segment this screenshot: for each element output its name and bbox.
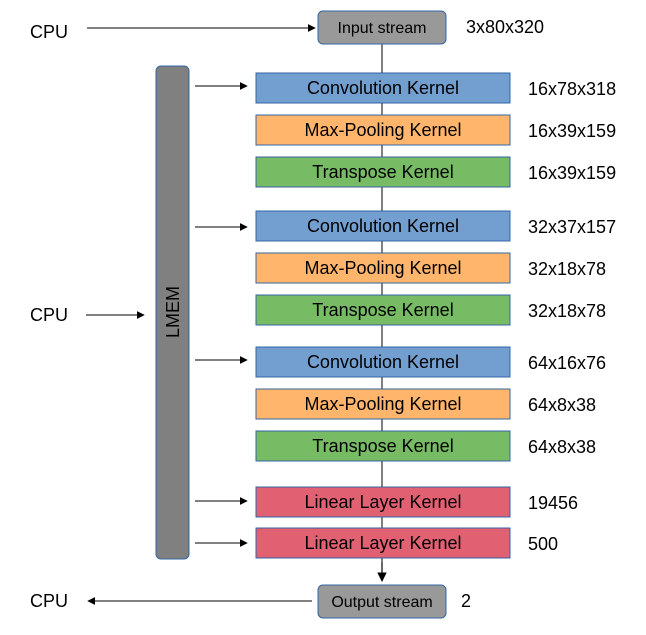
kernel-convolution-1: Convolution Kernel 16x78x318: [255, 72, 616, 104]
output-stream-label: Output stream: [331, 594, 432, 611]
kernel-max_pooling-2: Max-Pooling Kernel 16x39x159: [255, 114, 616, 146]
kernel-box: [255, 430, 511, 462]
kernel-box: [255, 486, 511, 518]
cpu-lmem-label: CPU: [30, 305, 68, 325]
kernel-dims: 19456: [528, 493, 578, 513]
kernel-label: Max-Pooling Kernel: [304, 120, 461, 140]
kernel-dims: 32x18x78: [528, 301, 606, 321]
output-stream: Output stream 2: [317, 584, 471, 619]
kernel-box: [255, 294, 511, 326]
kernel-label: Convolution Kernel: [307, 216, 459, 236]
kernel-dims: 16x78x318: [528, 79, 616, 99]
kernel-box: [255, 346, 511, 378]
kernel-label: Linear Layer Kernel: [304, 492, 461, 512]
kernel-transpose-6: Transpose Kernel 32x18x78: [255, 294, 606, 326]
kernel-dims: 500: [528, 534, 558, 554]
kernel-convolution-4: Convolution Kernel 32x37x157: [255, 210, 616, 242]
kernel-box: [255, 114, 511, 146]
input-stream-dims: 3x80x320: [466, 17, 544, 37]
kernel-box: [255, 210, 511, 242]
input-stream: Input stream 3x80x320: [317, 10, 544, 45]
kernel-transpose-9: Transpose Kernel 64x8x38: [255, 430, 596, 462]
kernel-box: [255, 252, 511, 284]
kernel-label: Transpose Kernel: [312, 300, 453, 320]
kernel-box: [255, 156, 511, 188]
kernel-label: Max-Pooling Kernel: [304, 258, 461, 278]
input-stream-label: Input stream: [338, 20, 427, 37]
kernel-dims: 16x39x159: [528, 163, 616, 183]
kernel-label: Transpose Kernel: [312, 162, 453, 182]
output-stream-dims: 2: [461, 591, 471, 611]
kernel-dims: 32x37x157: [528, 217, 616, 237]
kernel-label: Linear Layer Kernel: [304, 533, 461, 553]
kernel-dims: 16x39x159: [528, 121, 616, 141]
kernel-linear-11: Linear Layer Kernel 500: [255, 527, 558, 559]
kernel-label: Max-Pooling Kernel: [304, 394, 461, 414]
kernel-convolution-7: Convolution Kernel 64x16x76: [255, 346, 606, 378]
kernel-dims: 64x8x38: [528, 395, 596, 415]
kernel-box: [255, 72, 511, 104]
lmem-bar: LMEM: [155, 65, 190, 560]
kernel-dims: 64x8x38: [528, 437, 596, 457]
kernel-dims: 32x18x78: [528, 259, 606, 279]
cpu-output-label: CPU: [30, 591, 68, 611]
kernel-box: [255, 388, 511, 420]
kernel-max_pooling-5: Max-Pooling Kernel 32x18x78: [255, 252, 606, 284]
kernel-transpose-3: Transpose Kernel 16x39x159: [255, 156, 616, 188]
kernel-linear-10: Linear Layer Kernel 19456: [255, 486, 578, 518]
cpu-input-label: CPU: [30, 22, 68, 42]
kernel-label: Convolution Kernel: [307, 78, 459, 98]
kernel-max_pooling-8: Max-Pooling Kernel 64x8x38: [255, 388, 596, 420]
kernel-label: Convolution Kernel: [307, 352, 459, 372]
kernel-label: Transpose Kernel: [312, 436, 453, 456]
kernel-box: [255, 527, 511, 559]
kernel-dims: 64x16x76: [528, 353, 606, 373]
lmem-label: LMEM: [163, 286, 183, 338]
